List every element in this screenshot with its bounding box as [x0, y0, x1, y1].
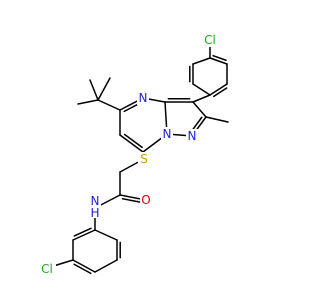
bond-a2-a3	[192, 57, 211, 65]
bond-c2-me	[205, 116, 229, 123]
atom-bg-s	[138, 152, 150, 166]
atom-bg-o	[140, 193, 152, 207]
bond-b4-b6-double	[73, 263, 92, 275]
bond-b1-b2-double	[73, 227, 92, 237]
atom-bg-cl-top	[202, 33, 219, 47]
bond-tb-m3	[97, 77, 111, 101]
atom-bg-cl-bottom	[39, 262, 56, 276]
atom-n-pyrimidine: N	[139, 91, 148, 105]
atom-cl-top: Cl	[204, 33, 216, 47]
bond-c2-c3	[192, 101, 207, 118]
bond-b4-b6	[72, 259, 96, 273]
bond-a2-a4-double	[212, 54, 227, 62]
atom-bg-nh	[89, 194, 101, 218]
atom-bg-n-bridge	[161, 127, 173, 141]
atom-h-amide: H	[90, 206, 99, 220]
bond-b1-b2	[72, 229, 96, 241]
bond-a6-a1	[209, 83, 228, 96]
bond-a2-a4	[209, 57, 228, 65]
atom-n-pyrazole: N	[188, 129, 197, 143]
bond-c5-tb	[97, 99, 121, 111]
atom-n-bridge: N	[163, 127, 172, 141]
molecule-structure-diagram: Cl N N N S O N H Cl	[39, 33, 229, 276]
bond-a5-a1	[192, 83, 211, 96]
bond-tb-m2	[77, 99, 99, 105]
bond-c6-c7-double	[123, 133, 143, 149]
bond-co-o-double	[121, 197, 144, 204]
bond-tb-m1	[89, 79, 99, 101]
bond-a1-c3	[192, 94, 211, 103]
atom-bg-n-pyrazole	[186, 129, 198, 143]
atom-o-carbonyl: O	[141, 193, 150, 207]
bond-b1-b3	[94, 229, 118, 241]
bond-a6-a1-double	[213, 87, 228, 98]
atom-n-amide: N	[91, 194, 100, 208]
bonds-layer	[46, 39, 229, 275]
atom-labels-layer: Cl N N N S O N H Cl	[39, 33, 219, 276]
bond-b5-b6	[94, 259, 118, 273]
atom-bg-n-pyrimidine	[137, 91, 149, 105]
atom-cl-bottom: Cl	[41, 262, 53, 276]
bond-c6-c7	[119, 134, 144, 153]
atom-s-thioether: S	[140, 152, 148, 166]
